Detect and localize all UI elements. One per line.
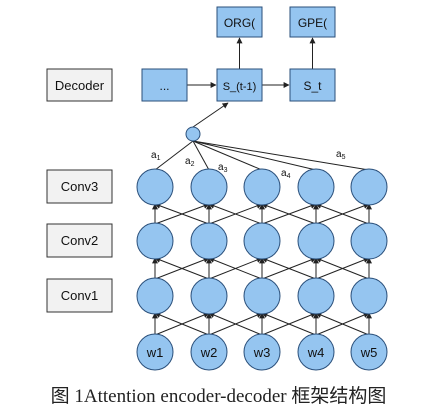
input-label-1: w1 [146,345,164,360]
input-label-3: w3 [253,345,271,360]
conv3-node-2 [190,168,228,206]
edge-conv2-to-conv3 [208,203,263,225]
conv1-node-3 [243,277,281,315]
conv2-node-5 [350,222,388,260]
attention-line-2 [192,140,210,171]
output-org: ORG( [216,6,263,38]
attention-line-1 [154,140,194,171]
conv3-node-1 [136,168,174,206]
attention-weight-a1: a1 [151,150,161,162]
input-node-4 [297,333,335,371]
input-label-2: w2 [200,345,218,360]
attention-line-4 [192,140,317,171]
conv2-label-text: Conv2 [61,233,99,248]
conv2-node-1 [136,222,174,260]
decoder-state-st-text: S_t [303,79,322,93]
conv1-node-4 [297,277,335,315]
edge-conv1-to-conv2 [261,257,317,280]
conv1-node-1 [136,277,174,315]
edge-conv1-to-conv2 [154,257,210,280]
decoder-state-st-1-text: S_(t-1) [223,81,257,93]
output-gpe-text: GPE( [298,16,327,30]
conv3-label-text: Conv3 [61,179,99,194]
conv2-node-2 [190,222,228,260]
edge-input-to-conv1 [154,312,210,336]
conv2-node-3 [243,222,281,260]
conv2-node-4 [297,222,335,260]
connection-edges [152,37,372,336]
attention-line-3 [192,140,263,171]
decoder-state-ellipsis-text: ... [159,79,169,93]
input-node-3 [243,333,281,371]
edge-input-to-conv1 [208,312,263,336]
conv3-node-5 [350,168,388,206]
edge-input-to-conv1 [315,312,370,336]
attention-encoder-decoder-diagram: Decoder Conv3 Conv2 Conv1 ORG( GPE( ... … [46,6,388,371]
conv2-label: Conv2 [46,223,113,258]
attention-line-5 [192,140,370,171]
input-label-4: w4 [307,345,325,360]
decoder-label-text: Decoder [55,78,105,93]
context-vector-node [185,126,201,142]
conv3-node-4 [297,168,335,206]
input-label-5: w5 [360,345,378,360]
context-to-decoder-edge [192,102,229,128]
decoder-state-st-1: S_(t-1) [216,68,263,102]
edge-conv2-to-conv3 [315,203,370,225]
attention-weight-a4: a4 [281,168,291,180]
conv1-label: Conv1 [46,278,113,313]
edge-conv2-to-conv3 [261,203,317,225]
edge-input-to-conv1 [261,312,317,336]
conv1-node-2 [190,277,228,315]
output-org-text: ORG( [224,16,255,30]
input-node-2 [190,333,228,371]
decoder-state-st: S_t [289,68,336,102]
figure-caption: 图 1Attention encoder-decoder 框架结构图 [50,386,387,407]
conv1-node-5 [350,277,388,315]
attention-weight-a3: a3 [218,162,228,174]
conv3-node-3 [243,168,281,206]
edge-conv2-to-conv3 [154,203,210,225]
edge-conv1-to-conv2 [208,257,263,280]
decoder-state-ellipsis: ... [141,68,188,102]
network-nodes: w1 w2 w3 w4 w5 [136,168,388,371]
conv3-label: Conv3 [46,169,113,204]
output-gpe: GPE( [289,6,336,38]
input-node-5 [350,333,388,371]
attention-weight-a2: a2 [185,156,195,168]
edge-conv1-to-conv2 [315,257,370,280]
conv1-label-text: Conv1 [61,288,99,303]
input-node-1 [136,333,174,371]
attention-weight-a5: a5 [336,149,346,161]
decoder-label: Decoder [46,68,113,102]
